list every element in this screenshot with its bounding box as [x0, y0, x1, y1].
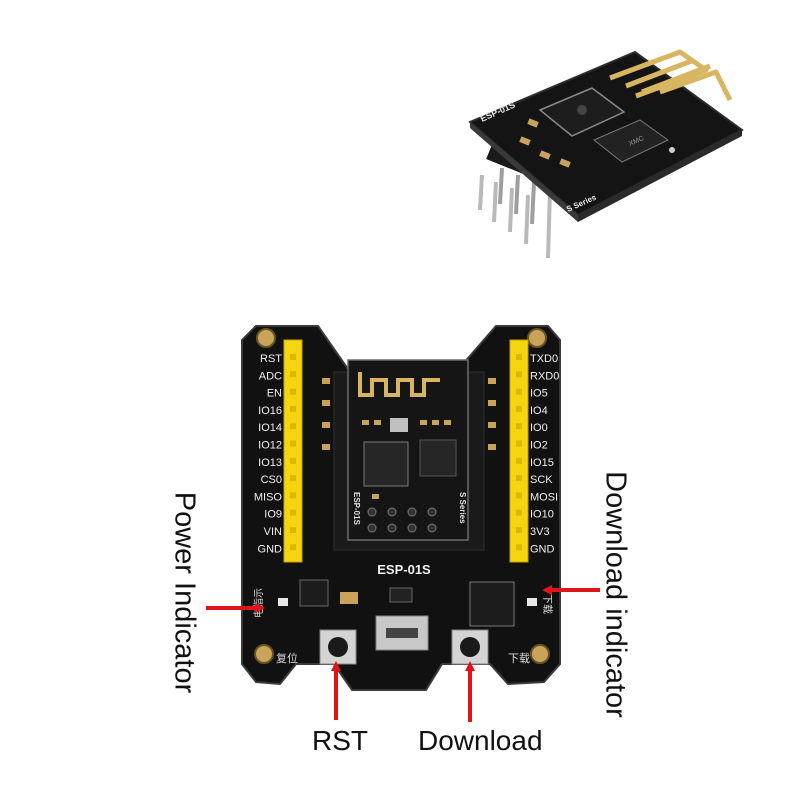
header-pin — [516, 492, 522, 499]
left-pin-label: VIN — [264, 526, 282, 538]
mount-hole-top-right — [527, 328, 547, 348]
right-pin-label: IO4 — [530, 405, 548, 417]
mount-hole-top-left — [256, 328, 276, 348]
module-antenna — [609, 49, 733, 102]
download-btn-silk-label: 下载 — [508, 652, 530, 665]
board-label: ESP-01S — [377, 562, 431, 577]
left-pin-label: CS0 — [261, 474, 282, 486]
left-pin-label: IO16 — [258, 405, 282, 417]
seated-module-series: S Series — [458, 492, 467, 524]
board-label-box — [368, 560, 440, 578]
header-pin — [516, 423, 522, 430]
header-pin — [516, 527, 522, 533]
voltage-regulator — [299, 579, 329, 607]
micro-usb-port — [375, 615, 429, 651]
header-pin — [290, 405, 296, 412]
header-pin — [516, 371, 522, 378]
header-pin — [290, 527, 296, 533]
download-led — [527, 598, 537, 606]
left-pin-label: IO14 — [258, 422, 282, 434]
left-pin-header — [283, 339, 303, 563]
usb-serial-chip — [469, 581, 515, 627]
download-indicator-callout: Download indicator — [599, 471, 632, 718]
right-pin-label: TXD0 — [530, 353, 558, 365]
header-pin — [290, 354, 296, 360]
left-pin-label: IO13 — [258, 457, 282, 469]
mount-hole-bottom-right — [530, 644, 550, 664]
right-pin-label: MOSI — [530, 491, 558, 503]
right-pin-label: IO5 — [530, 388, 548, 400]
module-flash-chip — [593, 119, 669, 163]
power-indicator-callout: Power Indicator — [168, 491, 201, 694]
right-pin-label: GND — [530, 543, 555, 555]
header-pin — [290, 423, 296, 430]
header-pin — [290, 544, 296, 551]
seated-module-crystal — [390, 418, 408, 432]
left-pin-label: MISO — [254, 491, 283, 503]
rst-callout: RST — [312, 725, 368, 756]
right-pin-label: IO10 — [530, 509, 554, 521]
espressif-logo-icon — [577, 105, 587, 115]
seated-module-antenna — [358, 372, 440, 397]
right-pin-label: IO15 — [530, 457, 554, 469]
header-pin — [290, 440, 296, 447]
download-callout: Download — [418, 725, 543, 756]
header-pin — [290, 509, 296, 516]
right-pin-label: SCK — [530, 474, 553, 486]
left-pin-label: RST — [260, 353, 282, 365]
mount-hole-bottom-left — [254, 644, 274, 664]
left-pin-label: GND — [258, 543, 283, 555]
download-button — [460, 637, 480, 657]
right-pin-header — [509, 339, 529, 563]
header-pin — [516, 509, 522, 516]
rst-button — [328, 637, 348, 657]
power-silk-label: 电指示 — [252, 588, 265, 618]
reset-silk-label: 复位 — [276, 651, 298, 665]
header-pin — [516, 388, 522, 395]
header-pin — [516, 475, 522, 482]
download-led-silk-label: 下载 — [541, 594, 553, 614]
right-pin-label: IO0 — [530, 422, 548, 434]
callout-arrows — [206, 585, 600, 722]
socket-holes — [367, 507, 437, 533]
header-pin — [516, 457, 522, 464]
right-pin-label: IO2 — [530, 440, 548, 452]
header-pin — [290, 371, 296, 378]
header-pin — [290, 492, 296, 499]
right-pin-label: RXD0 — [530, 370, 559, 382]
header-pin — [290, 388, 296, 395]
adapter-board: ESP-01S S Series ESP-01S 电指示 复位 — [241, 325, 561, 691]
header-pin — [516, 405, 522, 412]
right-pin-label: 3V3 — [530, 526, 550, 538]
header-pin — [290, 475, 296, 482]
power-led — [278, 598, 288, 606]
seated-module-flash-chip — [419, 439, 457, 477]
left-pin-label: ADC — [259, 370, 282, 382]
seated-module-silkscreen: ESP-01S — [352, 492, 361, 526]
esp01s-module: ESP-01S S Series XMC — [468, 49, 744, 259]
header-pin — [516, 440, 522, 447]
left-pin-label: IO12 — [258, 440, 282, 452]
header-pin — [516, 354, 522, 360]
header-pin — [516, 544, 522, 551]
left-pin-label: EN — [267, 388, 282, 400]
header-pin — [290, 457, 296, 464]
left-pin-label: IO9 — [264, 509, 282, 521]
seated-module-mcu-chip — [363, 441, 409, 487]
